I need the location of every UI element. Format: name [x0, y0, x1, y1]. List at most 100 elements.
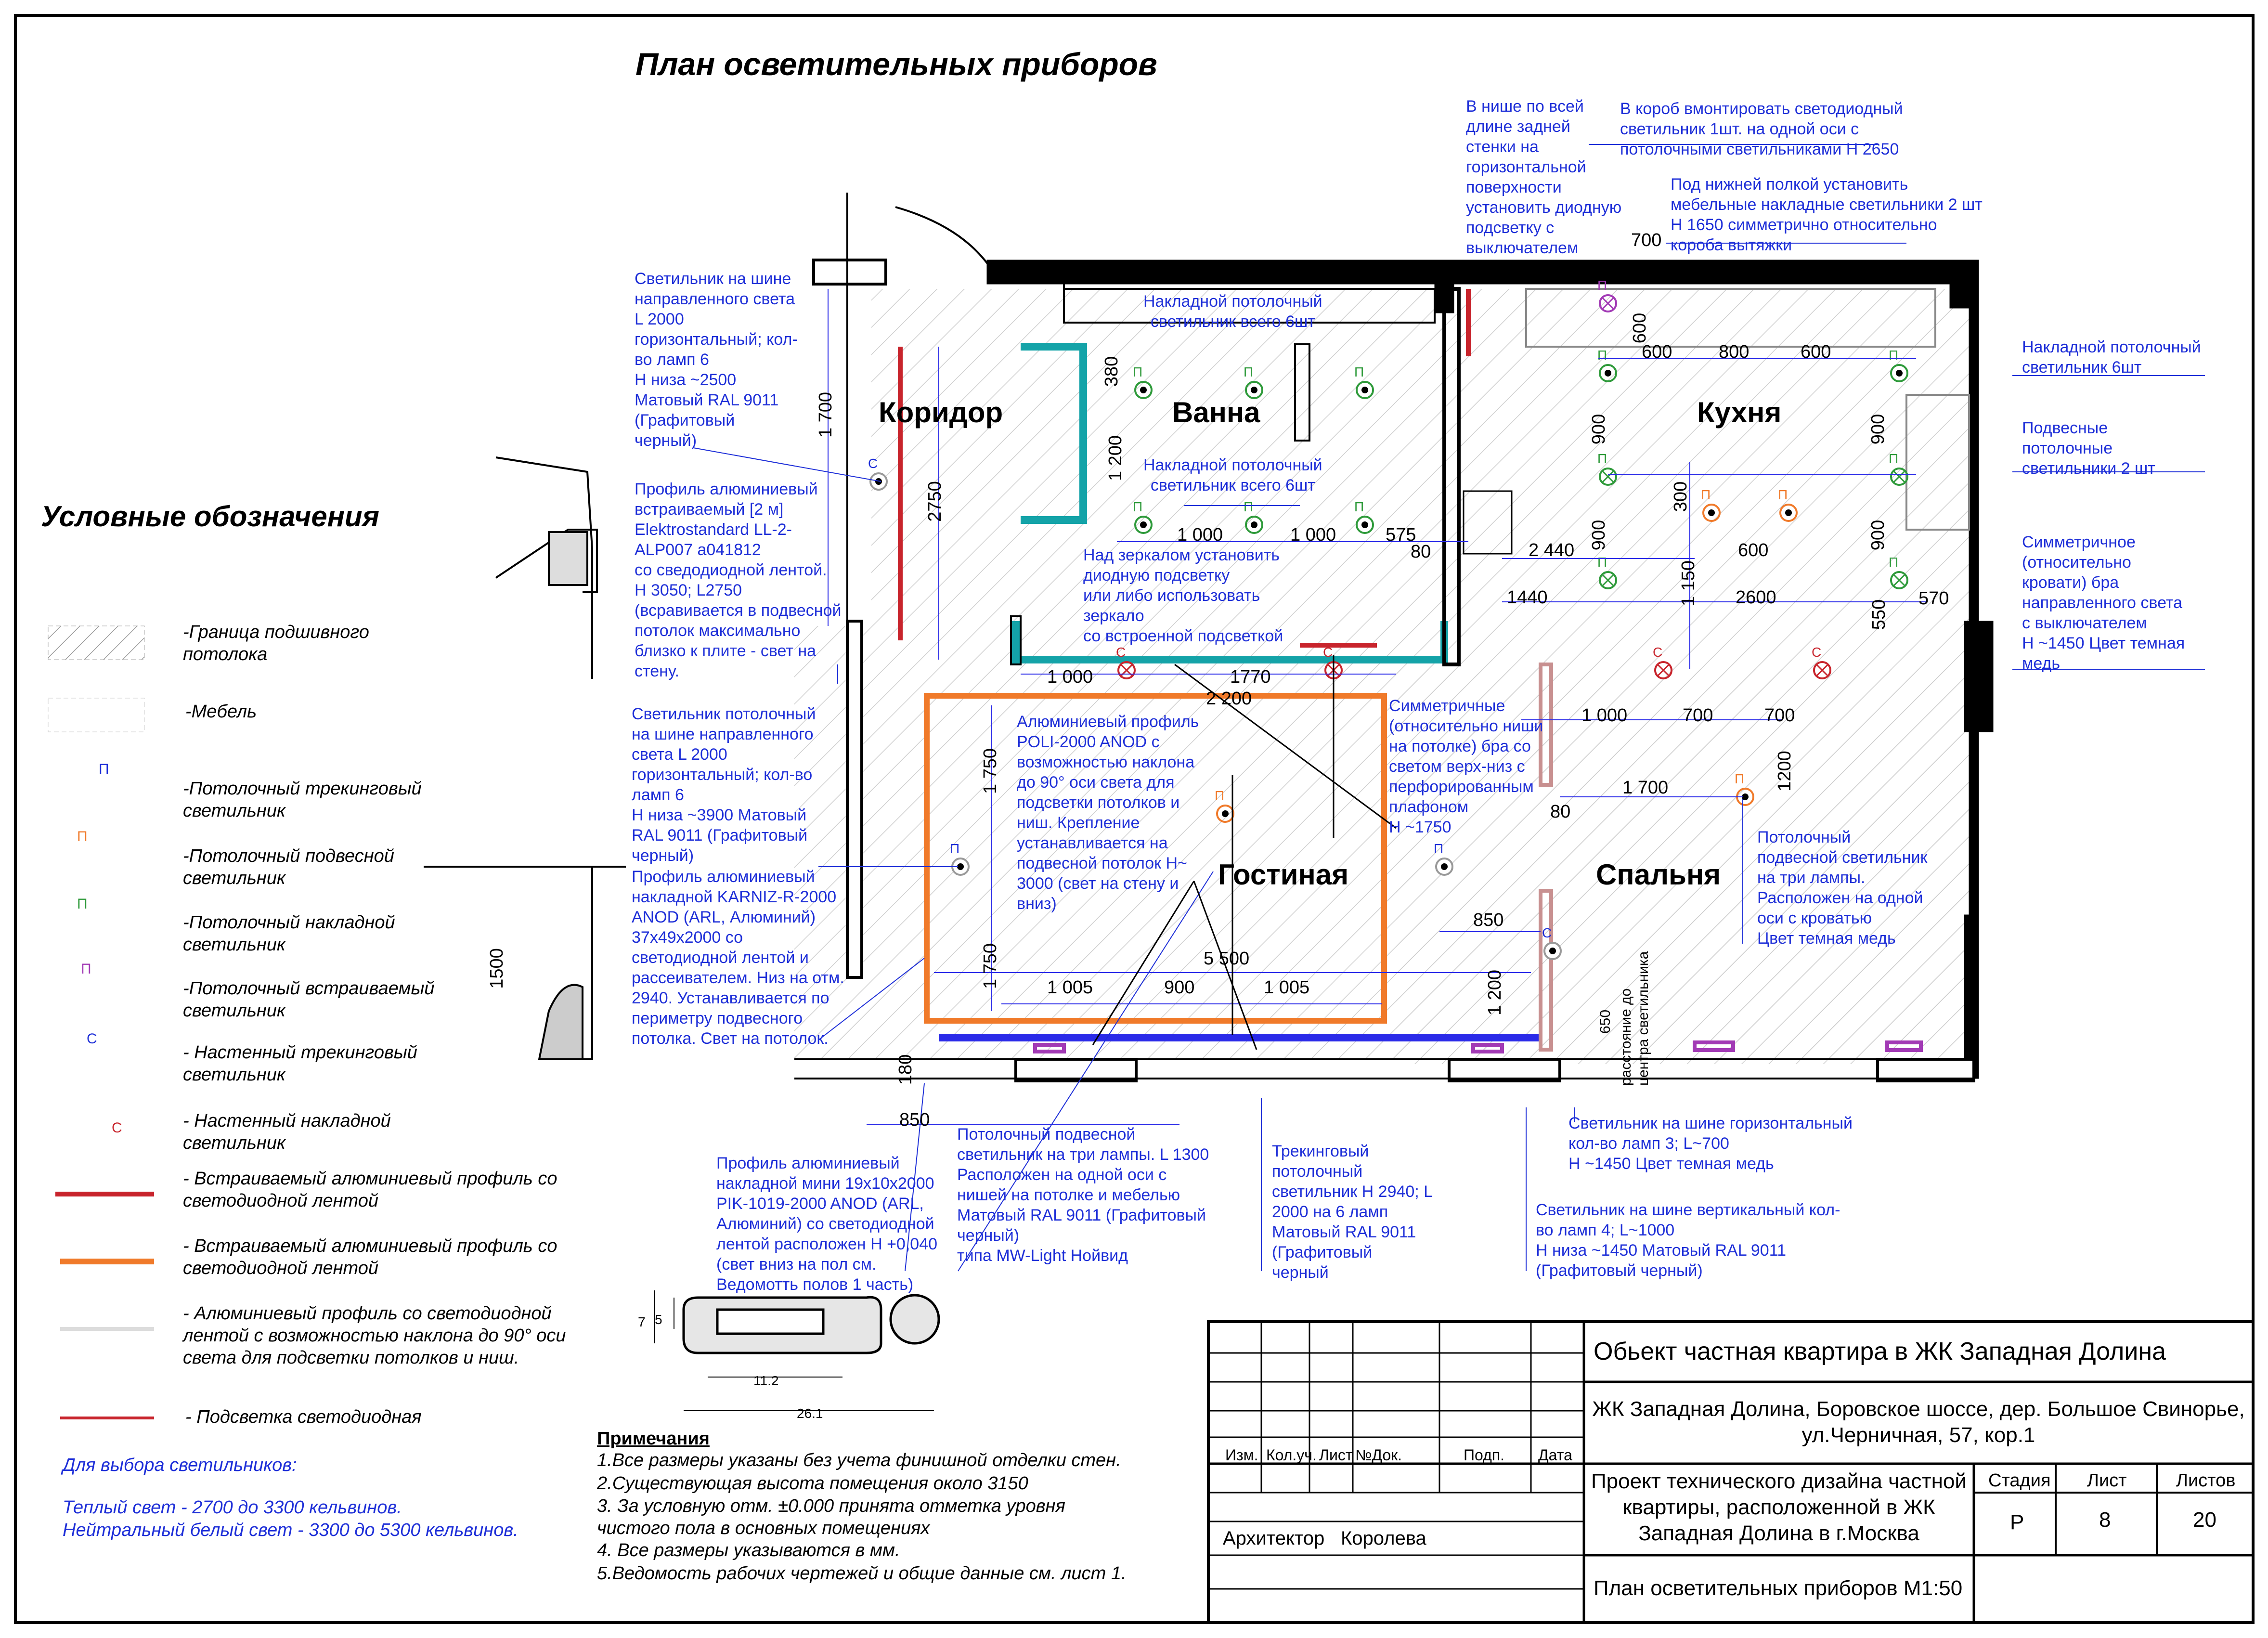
legend-item: - Настенный накладной светильник — [183, 1111, 391, 1153]
wall-light-icon: С — [1653, 645, 1672, 679]
dimension-label: 575 — [1386, 525, 1416, 545]
wall-light-icon: С — [1812, 645, 1831, 679]
legend-item: -Потолочный подвесной светильник — [183, 846, 394, 888]
svg-text:С: С — [1323, 645, 1333, 660]
dimension-label: 850 — [1473, 910, 1504, 930]
notes-line: 1.Все размеры указаны без учета финишной… — [597, 1450, 1121, 1470]
svg-text:П: П — [1244, 499, 1253, 514]
svg-text:П: П — [1597, 451, 1607, 466]
dimension-label: 600 — [1738, 540, 1769, 560]
walls — [812, 259, 1994, 1082]
stamp-sheets-value: 20 — [2193, 1508, 2216, 1532]
svg-text:П: П — [1701, 487, 1711, 502]
stamp-stage-label: Стадия — [1988, 1470, 2051, 1491]
svg-text:П: П — [1735, 771, 1744, 786]
legend-choose: Для выбора светильников: — [63, 1455, 297, 1475]
callout: Симметричные (относительно ниши на потол… — [1389, 697, 1543, 836]
dimension-label: 600 — [1630, 312, 1650, 344]
dimension-label: 700 — [1631, 230, 1662, 250]
stamp-col-head: Изм. — [1225, 1446, 1258, 1464]
dimension-label: 1 750 — [980, 748, 1001, 794]
dimension-label: 1 000 — [1290, 525, 1336, 545]
dimension-label: 1 005 — [1047, 977, 1093, 998]
dimension-label: 850 — [899, 1110, 930, 1130]
bath-ceiling-light-icon: П — [1354, 499, 1374, 534]
dimension-label: 1 005 — [1264, 977, 1310, 998]
legend-mark: П — [99, 761, 109, 777]
room-label-bath: Ванна — [1172, 396, 1260, 429]
kitchen-ceiling-light-icon: П — [1597, 451, 1617, 486]
dimension-label: 900 — [1589, 520, 1609, 551]
legend-warm: Теплый свет - 2700 до 3300 кельвинов. — [63, 1497, 402, 1518]
legend-item: - Встраиваемый алюминиевый профиль со св… — [183, 1236, 557, 1278]
legend-item: -Потолочный накладной светильник — [183, 912, 395, 955]
svg-text:П: П — [1889, 451, 1898, 466]
room-label-bedroom: Спальня — [1596, 858, 1721, 891]
stamp-object: Обьект частная квартира в ЖК Западная До… — [1594, 1338, 2166, 1365]
legend-item: -Граница подшивного потолока — [183, 622, 369, 664]
dimension-label: 550 — [1869, 599, 1890, 630]
legend-item: -Потолочный трекинговый светильник — [183, 779, 422, 821]
callout: Накладной потолочный светильник всего 6ш… — [1143, 292, 1322, 331]
dimension-label: 800 — [1719, 342, 1750, 362]
page-title: План осветительных приборов — [635, 46, 1157, 82]
stamp-sheets-label: Листов — [2176, 1470, 2236, 1491]
callout: Профиль алюминиевый встраиваемый [2 м] E… — [635, 480, 842, 680]
svg-text:П: П — [1597, 348, 1607, 363]
callout: Профиль алюминиевый накладной мини 19х10… — [716, 1154, 938, 1294]
dimension-label: 1 700 — [816, 391, 836, 438]
svg-text:П: П — [1354, 499, 1364, 514]
dimension-label: 1 700 — [1622, 778, 1669, 798]
dimension-label: 1 000 — [1047, 667, 1093, 687]
dimension-label: 80 — [1411, 542, 1431, 562]
svg-text:С: С — [1542, 925, 1552, 940]
dimension-label: 900 — [1164, 977, 1195, 998]
callout: Профиль алюминиевый накладной KARNIZ-R-2… — [632, 868, 844, 1048]
callout: расстояние до центра светильника — [1618, 951, 1651, 1086]
svg-text:П: П — [950, 841, 959, 856]
svg-text:П: П — [1778, 487, 1788, 502]
dimension-label: 900 — [1589, 414, 1609, 445]
callout: Алюминиевый профиль POLI-2000 ANOD с воз… — [1017, 713, 1199, 913]
dimension-label: 570 — [1918, 588, 1949, 609]
legend-heading: Условные обозначения — [41, 500, 379, 533]
dimension-label: 700 — [1764, 705, 1795, 726]
dimension-label: 900 — [1868, 520, 1889, 551]
bath-ceiling-light-icon: П — [1244, 499, 1263, 534]
svg-text:С: С — [1812, 645, 1821, 660]
kitchen-ceiling-light-icon: П — [1889, 555, 1908, 589]
dimension-label: 2750 — [924, 481, 945, 522]
stamp-sheet-title: План осветительных приборов М1:50 — [1594, 1576, 1963, 1600]
dimension-label: 2600 — [1736, 587, 1776, 608]
callout: Симметричное (относительно кровати) бра … — [2022, 533, 2185, 673]
leader-lines-black — [1092, 655, 1397, 1050]
bath-ceiling-light-icon: П — [1133, 499, 1153, 534]
svg-text:П: П — [1133, 499, 1142, 514]
svg-text:П: П — [1889, 555, 1898, 570]
leader-lines — [693, 144, 2205, 1272]
legend-mark: С — [87, 1031, 97, 1047]
dimension-label: 1 750 — [980, 943, 1001, 989]
dimension-label: 380 — [1102, 356, 1122, 387]
kitchen-pendant-icon: П — [1701, 487, 1721, 522]
callout: В нише по всей длине задней стенки на го… — [1466, 97, 1622, 257]
svg-text:П: П — [1244, 364, 1253, 379]
dimension-label: 1200 — [1774, 751, 1795, 792]
legend-symbols — [48, 625, 154, 1419]
room-label-corridor: Коридор — [879, 396, 1003, 429]
stamp-stage-value: Р — [2010, 1510, 2024, 1534]
dimension-label: 900 — [1868, 414, 1889, 445]
stamp-architect-label: Архитектор — [1223, 1528, 1325, 1549]
callout: Накладной потолочный светильник 6шт — [2022, 338, 2201, 377]
stamp-col-head: Подп. — [1464, 1446, 1504, 1464]
svg-text:П: П — [1133, 364, 1142, 379]
section-profile-sketch — [682, 1294, 940, 1354]
room-label-kitchen: Кухня — [1697, 396, 1782, 429]
callout: Светильник потолочный на шине направленн… — [632, 705, 816, 865]
bath-wall — [1442, 287, 1461, 666]
sheet-frame — [14, 14, 2255, 1624]
wall-light-icon: С — [1116, 645, 1136, 679]
stamp-sheet-value: 8 — [2099, 1508, 2111, 1532]
dimension-label: 1770 — [1230, 667, 1271, 687]
